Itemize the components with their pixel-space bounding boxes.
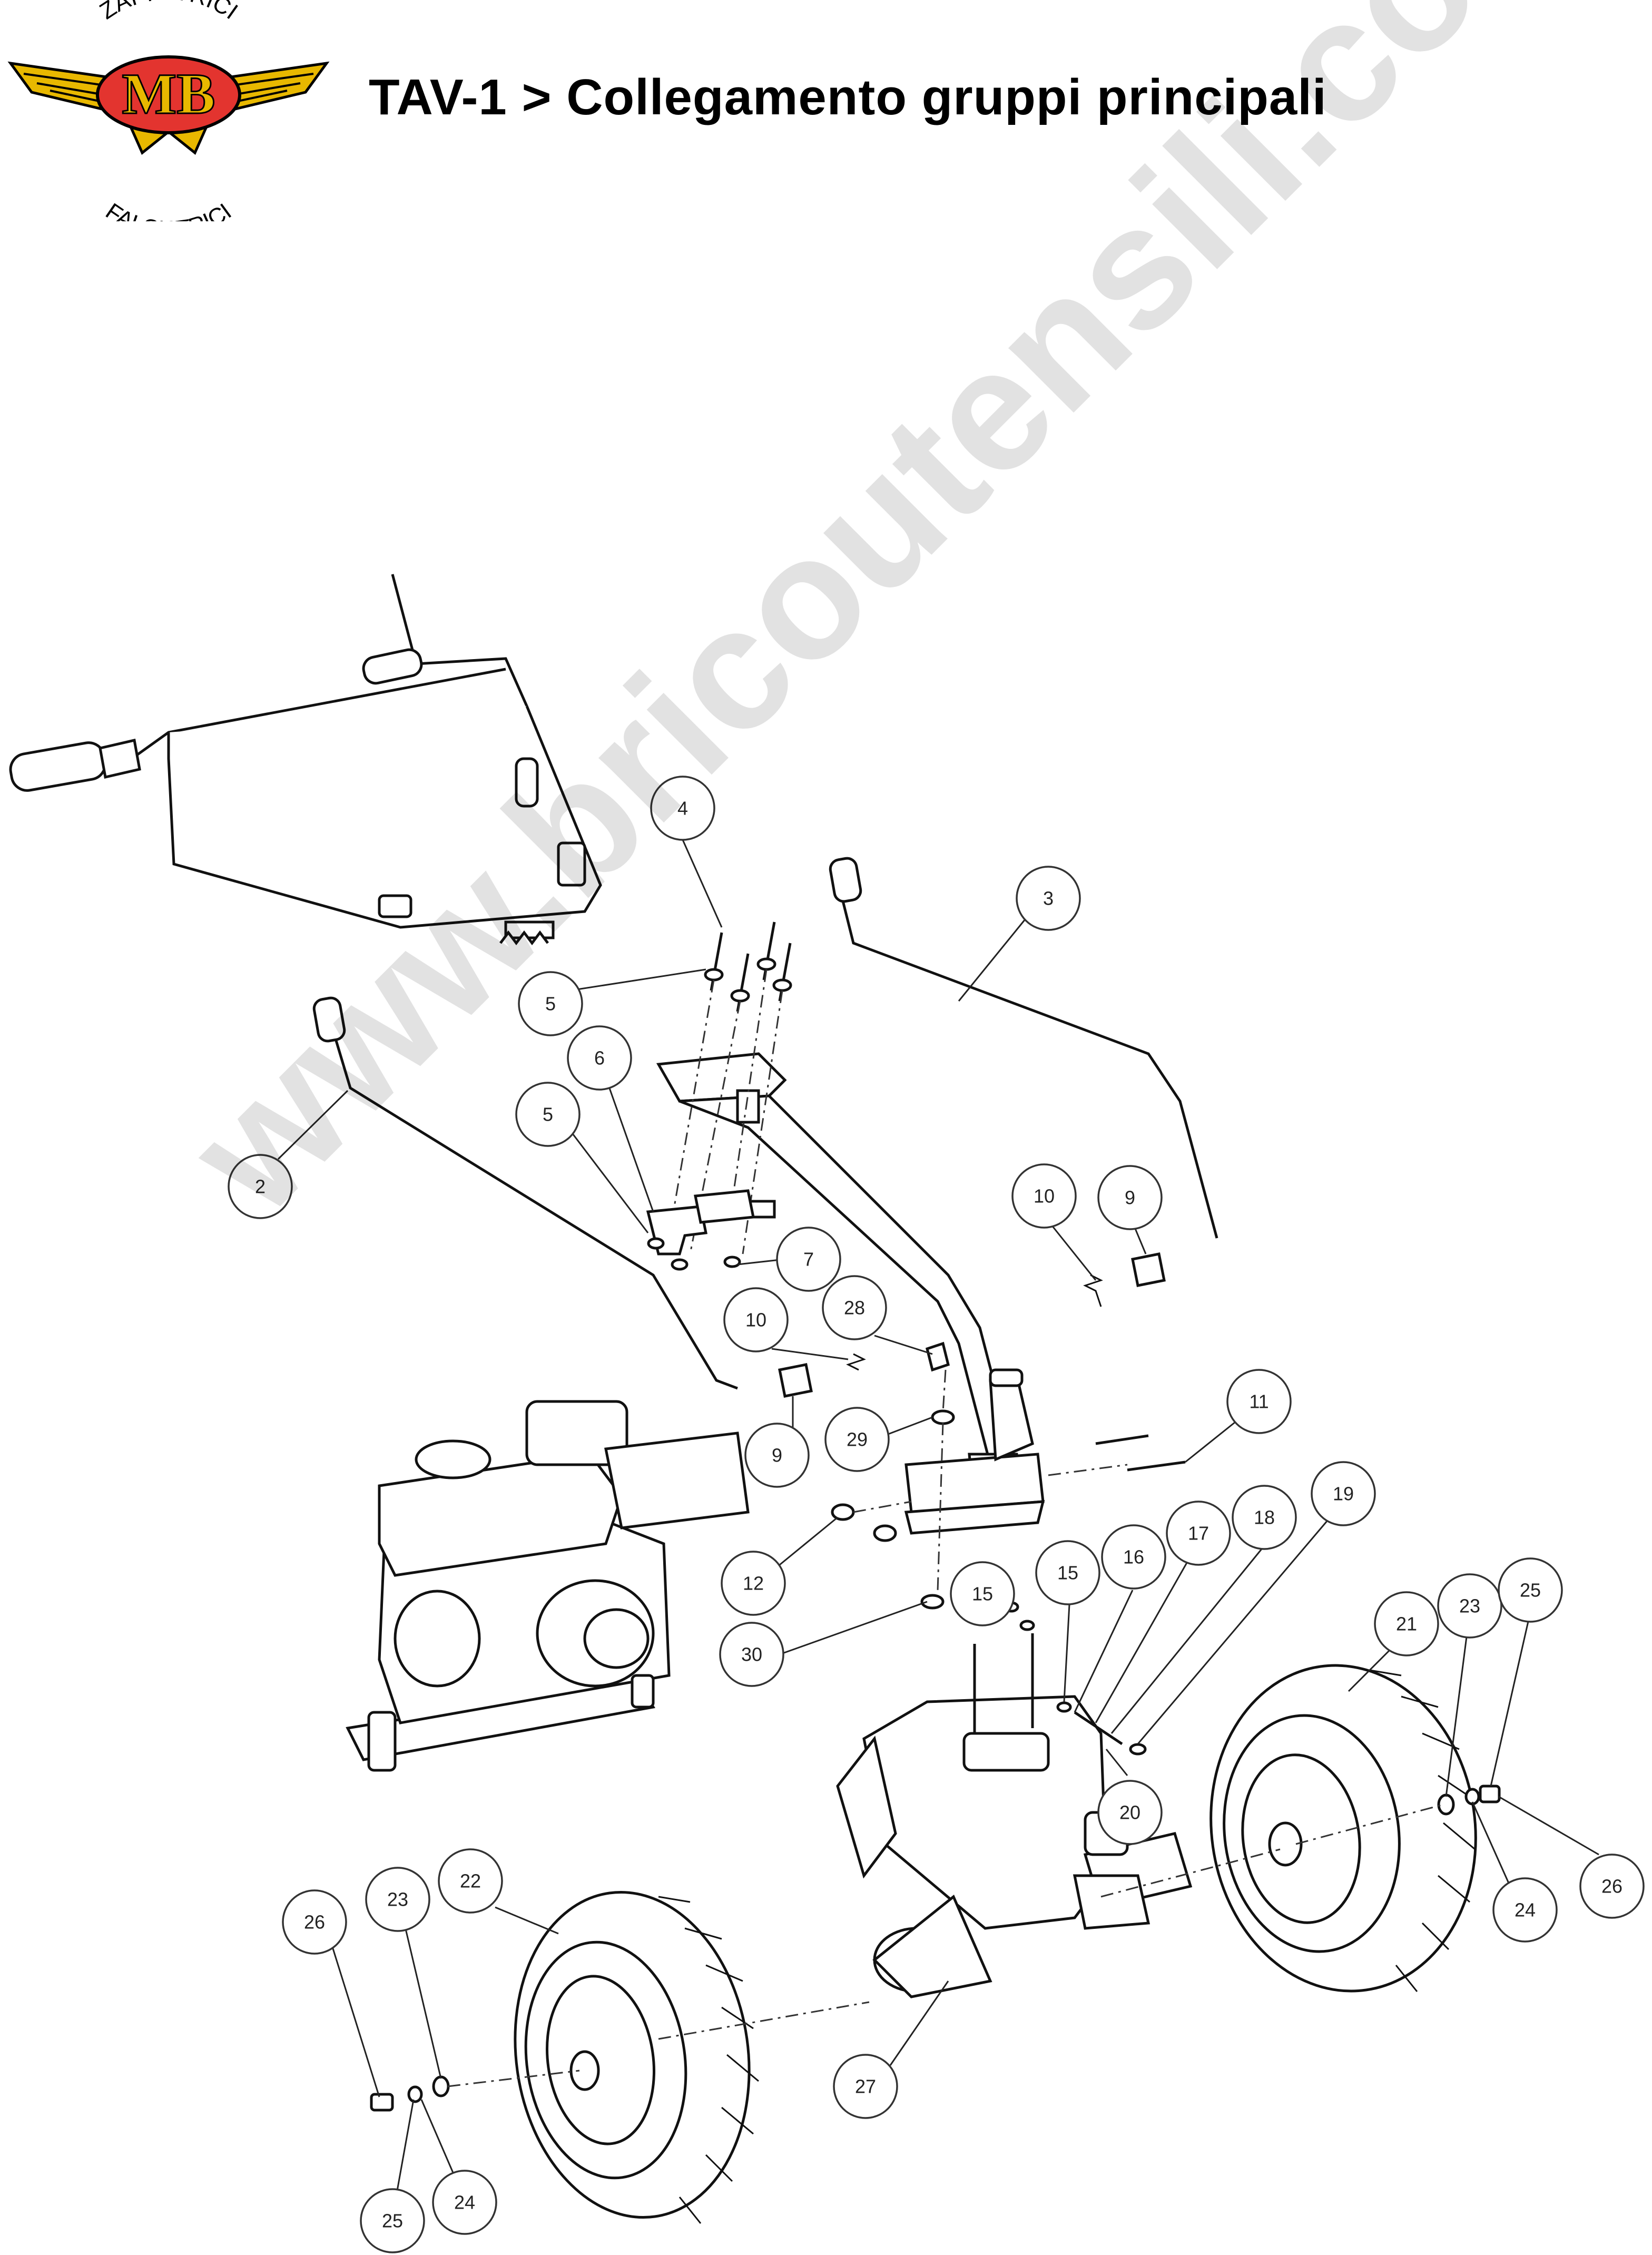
wheel-hardware: [370, 1785, 1501, 2112]
callout-23-right: 23: [1437, 1573, 1502, 1639]
callout-5-lower: 5: [515, 1082, 581, 1147]
svg-text:28: 28: [844, 1297, 865, 1319]
svg-text:15: 15: [972, 1583, 993, 1605]
svg-text:25: 25: [382, 2210, 403, 2232]
handlebar-column: [656, 1052, 1045, 1535]
svg-text:7: 7: [803, 1249, 814, 1270]
svg-text:17: 17: [1188, 1523, 1209, 1544]
callout-20: 20: [1097, 1780, 1163, 1845]
hardware-28-29-30-11-12: [831, 1341, 1186, 1610]
callout-21: 21: [1374, 1591, 1439, 1656]
svg-text:4: 4: [677, 798, 688, 819]
svg-text:10: 10: [1034, 1185, 1055, 1207]
svg-text:20: 20: [1119, 1802, 1140, 1823]
callout-6: 6: [567, 1025, 632, 1091]
clamp-plates-6: [646, 1189, 755, 1271]
callout-25-right: 25: [1498, 1557, 1563, 1623]
svg-text:19: 19: [1333, 1483, 1354, 1505]
svg-text:30: 30: [741, 1644, 762, 1665]
callout-3: 3: [1016, 866, 1081, 931]
svg-text:24: 24: [1515, 1899, 1536, 1921]
svg-text:15: 15: [1057, 1562, 1078, 1584]
callout-24-left: 24: [432, 2170, 497, 2235]
svg-text:11: 11: [1249, 1391, 1268, 1413]
callout-2: 2: [228, 1154, 293, 1219]
svg-text:23: 23: [1459, 1595, 1480, 1617]
logo-badge: [96, 55, 241, 134]
svg-text:6: 6: [594, 1047, 605, 1069]
callout-16: 16: [1101, 1524, 1166, 1590]
svg-text:2: 2: [255, 1176, 266, 1198]
callout-17: 17: [1166, 1501, 1231, 1566]
callout-29: 29: [824, 1407, 890, 1472]
callout-9-left: 9: [744, 1423, 810, 1488]
callout-27: 27: [833, 2054, 898, 2119]
callout-9-right: 9: [1097, 1165, 1163, 1230]
callout-4: 4: [650, 776, 715, 841]
callout-15-right: 15: [1035, 1540, 1100, 1605]
svg-text:27: 27: [855, 2076, 876, 2097]
callout-22: 22: [438, 1848, 503, 1914]
engine: [346, 1400, 750, 1772]
svg-text:9: 9: [772, 1445, 782, 1466]
page-title: TAV-1 > Collegamento gruppi principali: [369, 69, 1327, 125]
handlebar-assembly: [9, 574, 602, 946]
svg-text:25: 25: [1520, 1580, 1541, 1601]
callout-10-right: 10: [1011, 1163, 1077, 1229]
logo-mb-text: MB: [122, 62, 215, 126]
callout-18: 18: [1232, 1485, 1297, 1550]
svg-text:26: 26: [1601, 1876, 1622, 1897]
wheel-left: [514, 1890, 759, 2224]
gear-lever-right: [829, 857, 1218, 1239]
svg-text:5: 5: [543, 1104, 553, 1125]
callout-12: 12: [721, 1551, 786, 1616]
callout-23-left: 23: [365, 1867, 430, 1932]
svg-text:3: 3: [1043, 888, 1054, 909]
svg-text:9: 9: [1125, 1187, 1135, 1209]
wheel-right: [1210, 1664, 1477, 1993]
callout-28: 28: [822, 1275, 887, 1340]
svg-text:22: 22: [460, 1870, 481, 1892]
gearbox: [836, 1633, 1193, 1998]
svg-text:18: 18: [1254, 1507, 1275, 1528]
svg-text:29: 29: [847, 1429, 868, 1450]
callout-26-left: 26: [282, 1889, 347, 1955]
svg-text:21: 21: [1396, 1613, 1417, 1635]
gear-lever-left: [312, 996, 738, 1390]
callout-15-left: 15: [950, 1561, 1015, 1626]
svg-text:16: 16: [1123, 1546, 1144, 1568]
lever-pins-9-10: [778, 1252, 1166, 1398]
callout-30: 30: [719, 1622, 784, 1687]
callout-10-left: 10: [723, 1287, 789, 1352]
svg-text:26: 26: [304, 1911, 325, 1933]
callout-11: 11: [1226, 1369, 1292, 1434]
svg-text:5: 5: [545, 993, 556, 1015]
svg-text:24: 24: [454, 2192, 475, 2213]
callout-19: 19: [1311, 1461, 1376, 1526]
callout-5-upper: 5: [518, 971, 583, 1036]
callout-7: 7: [776, 1227, 841, 1292]
svg-text:10: 10: [745, 1309, 766, 1331]
callout-24-right: 24: [1492, 1877, 1558, 1943]
callout-25-left: 25: [360, 2188, 425, 2253]
svg-text:23: 23: [387, 1889, 408, 1910]
callout-26-right: 26: [1579, 1854, 1645, 1919]
brand-logo: MB ZAPPATRICI FALCIATRICI: [7, 0, 330, 221]
svg-text:12: 12: [743, 1573, 764, 1594]
